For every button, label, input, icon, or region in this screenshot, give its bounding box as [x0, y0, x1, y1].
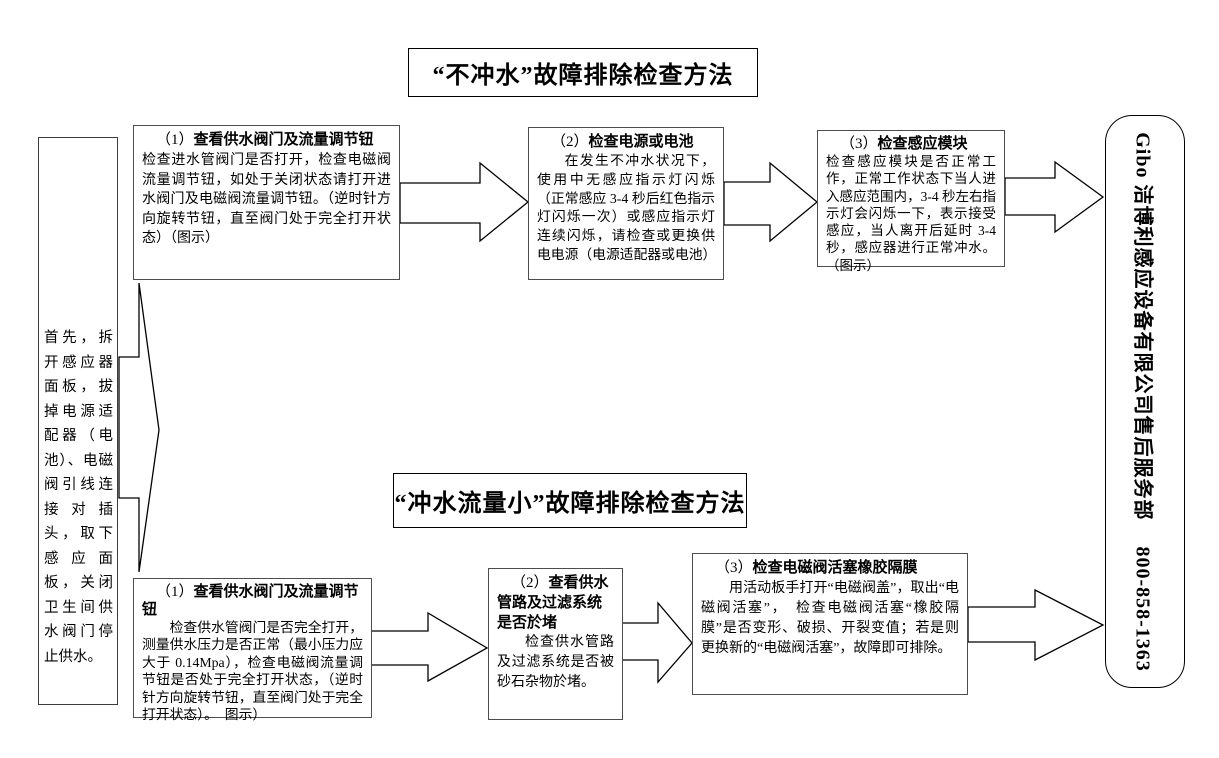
step-number: （3）: [715, 560, 753, 576]
step-box-no-flush-2: （2）检查电源或电池 在发生不冲水状况下，使用中无感应指示灯闪烁（正常感应 3-…: [528, 127, 724, 280]
step-number: （1）: [156, 132, 194, 148]
step-heading: （3）检查电磁阀活塞橡胶隔膜: [701, 558, 959, 579]
step-body: 检查感应模块是否正常工作，正常工作状态下当人进入感应范围内，3-4 秒左右指示灯…: [826, 154, 996, 273]
step-box-low-flow-2: （2）查看供水管路及过滤系统是否於堵 检查供水管路及过滤系统是否被砂石杂物於堵。: [488, 568, 623, 720]
title-low-flow-label: “冲水流量小”故障排除检查方法: [394, 491, 746, 517]
step-heading: （3）检查感应模块: [826, 135, 996, 153]
step-number: （3）: [840, 136, 878, 152]
service-contact-text: Gibo 洁博利感应设备有限公司售后服务部 800-858-1363: [1131, 121, 1160, 683]
step-body: 在发生不冲水状况下，使用中无感应指示灯闪烁（正常感应 3-4 秒后红色指示灯闪烁…: [537, 153, 717, 262]
flow-arrow-6: [618, 601, 693, 684]
step-title: 查看供水管路及过滤系统是否於堵: [497, 575, 609, 631]
title-no-flush-label: “不冲水”故障排除检查方法: [432, 63, 734, 89]
flow-arrow-1: [118, 282, 160, 573]
flow-arrow-5: [368, 611, 489, 683]
step-title: 查看供水阀门及流量调节钮: [142, 584, 359, 618]
step-number: （1）: [156, 584, 194, 600]
flow-arrow-4: [1004, 160, 1105, 234]
step-box-no-flush-3: （3）检查感应模块 检查感应模块是否正常工作，正常工作状态下当人进入感应范围内，…: [817, 130, 1005, 273]
step-heading: （2）查看供水管路及过滤系统是否於堵: [497, 573, 614, 633]
step-body: 检查供水管阀门是否完全打开，测量供水压力是否正常（最小压力应大于 0.14Mpa…: [142, 620, 363, 723]
step-heading: （2）检查电源或电池: [537, 132, 715, 152]
step-heading: （1）查看供水阀门及流量调节钮: [142, 583, 363, 619]
title-no-flush: “不冲水”故障排除检查方法: [408, 48, 758, 97]
flow-arrow-3: [723, 161, 819, 243]
title-low-flow: “冲水流量小”故障排除检查方法: [393, 473, 747, 528]
step-box-low-flow-3: （3）检查电磁阀活塞橡胶隔膜 用活动板手打开“电磁阀盖”，取出“电磁阀活塞”， …: [692, 553, 968, 695]
step-body: 检查供水管路及过滤系统是否被砂石杂物於堵。: [497, 635, 614, 690]
step-number: （2）: [551, 134, 589, 150]
step-body: 检查进水管阀门是否打开，检查电磁阀流量调节钮，如处于关闭状态请打开进水阀门及电磁…: [142, 153, 391, 246]
service-contact-box: Gibo 洁博利感应设备有限公司售后服务部 800-858-1363: [1105, 115, 1185, 688]
flow-arrow-7: [967, 588, 1105, 662]
step-box-low-flow-1: （1）查看供水阀门及流量调节钮 检查供水管阀门是否完全打开，测量供水压力是否正常…: [133, 578, 372, 722]
step-title: 检查感应模块: [877, 136, 968, 152]
step-title: 检查电磁阀活塞橡胶隔膜: [752, 560, 918, 576]
step-heading: （1）查看供水阀门及流量调节钮: [142, 130, 391, 151]
step-number: （2）: [511, 575, 549, 591]
step-body: 用活动板手打开“电磁阀盖”，取出“电磁阀活塞”， 检查电磁阀活塞“橡胶隔膜”是否…: [701, 581, 959, 656]
step-title: 查看供水阀门及流量调节钮: [193, 132, 374, 148]
service-phone: 800-858-1363: [1131, 545, 1154, 672]
service-company: Gibo 洁博利感应设备有限公司售后服务部: [1131, 131, 1154, 520]
flow-arrow-2: [399, 161, 530, 243]
step-box-no-flush-1: （1）查看供水阀门及流量调节钮 检查进水管阀门是否打开，检查电磁阀流量调节钮，如…: [133, 125, 400, 280]
step-title: 检查电源或电池: [588, 134, 694, 150]
preparation-note-text: 首先，拆开感应器面板，拔掉电源适配器（电池）、电磁阀引线连接对插头，取下感应面板…: [44, 330, 113, 665]
preparation-note-box: 首先，拆开感应器面板，拔掉电源适配器（电池）、电磁阀引线连接对插头，取下感应面板…: [38, 137, 118, 705]
